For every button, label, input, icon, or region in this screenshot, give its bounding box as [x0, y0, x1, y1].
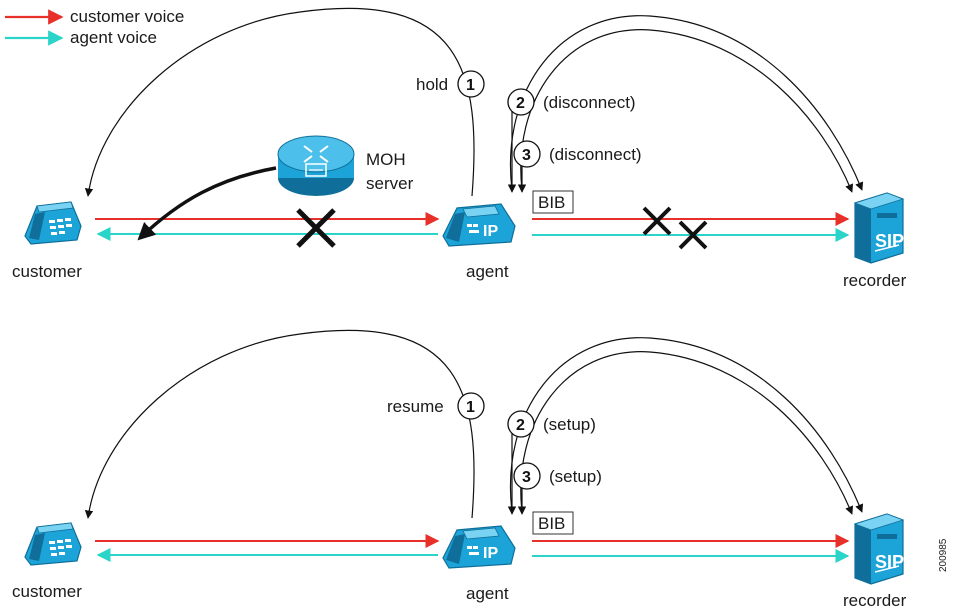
- step1-signal-arrow: [84, 329, 475, 519]
- agent-ip-phone-icon: [442, 525, 516, 569]
- step3-text: (setup): [549, 467, 602, 486]
- step1-text: resume: [387, 397, 444, 416]
- blocked-x-icon: [296, 208, 336, 248]
- step2-text: (disconnect): [543, 93, 636, 112]
- step3-text: (disconnect): [549, 145, 642, 164]
- customer-phone-icon: [24, 201, 82, 245]
- bottom-scenario: customer agent BIB recorder 1 resume 2 (…: [12, 329, 907, 610]
- step3-number: 3: [522, 469, 531, 486]
- recorder-server-icon: [854, 192, 905, 264]
- step3-badge: [513, 462, 541, 490]
- moh-label-line1: MOH: [366, 150, 406, 169]
- bib-box: [532, 190, 574, 214]
- agent-label: agent: [466, 262, 509, 281]
- agent-ip-phone-icon: [442, 203, 516, 247]
- moh-server-icon: [277, 135, 355, 196]
- step1-number: 1: [466, 399, 475, 416]
- step2-text: (setup): [543, 415, 596, 434]
- bib-label: BIB: [538, 514, 565, 533]
- moh-stream-arrow: [137, 166, 277, 241]
- legend-customer-voice: customer voice: [70, 7, 184, 26]
- step1-badge: [457, 392, 485, 420]
- step1-text: hold: [416, 75, 448, 94]
- step2-badge: [507, 88, 535, 116]
- disconnect-x-icon: [642, 206, 708, 250]
- top-scenario: MOH server customer agent BIB recorder 1…: [12, 7, 907, 290]
- recorder-label: recorder: [843, 271, 907, 290]
- legend-agent-voice: agent voice: [70, 28, 157, 47]
- step2-number: 2: [516, 95, 525, 112]
- step3-number: 3: [522, 147, 531, 164]
- bib-box: [532, 511, 574, 535]
- customer-label: customer: [12, 582, 82, 601]
- agent-label: agent: [466, 584, 509, 603]
- step2-number: 2: [516, 417, 525, 434]
- step1-badge: [457, 70, 485, 98]
- step3-badge: [513, 140, 541, 168]
- moh-label-line2: server: [366, 174, 414, 193]
- figure-id: 200985: [938, 538, 949, 572]
- recorder-server-icon: [854, 513, 905, 585]
- legend: customer voice agent voice: [5, 7, 184, 47]
- recorder-label: recorder: [843, 591, 907, 610]
- customer-label: customer: [12, 262, 82, 281]
- bib-label: BIB: [538, 193, 565, 212]
- step2-badge: [507, 410, 535, 438]
- step1-number: 1: [466, 77, 475, 94]
- customer-phone-icon: [24, 522, 82, 566]
